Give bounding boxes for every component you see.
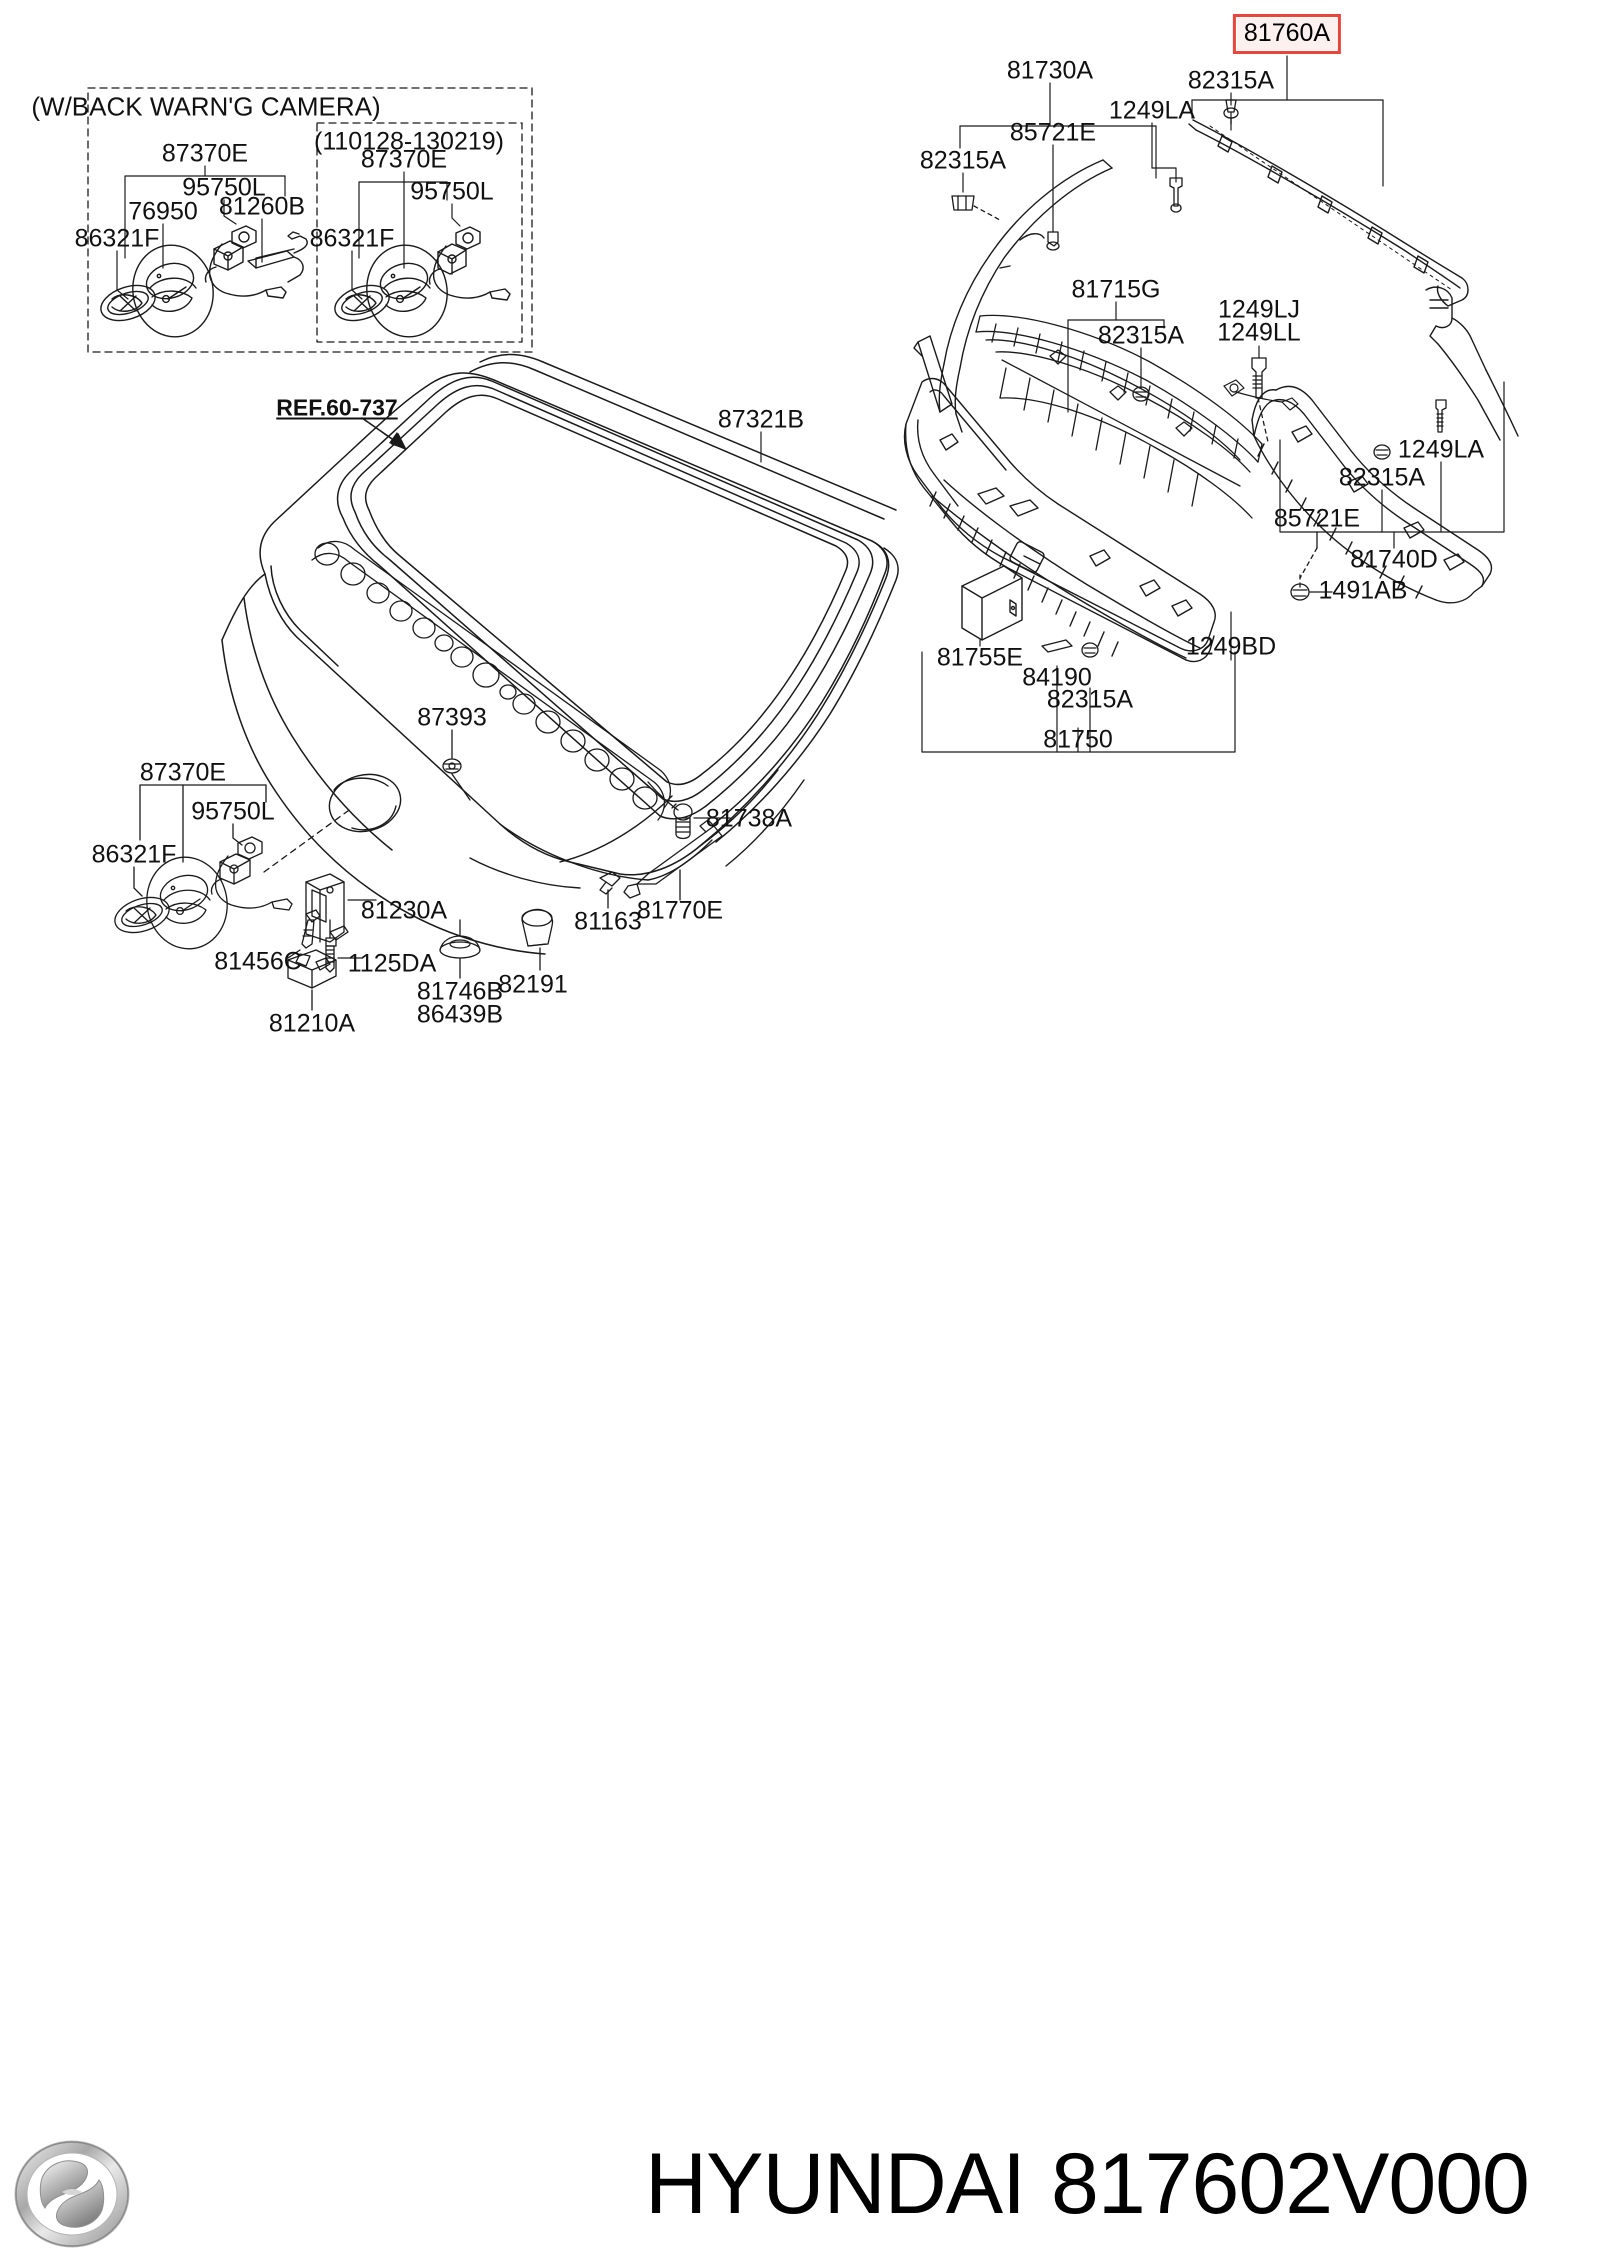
brand-and-part-number: HYUNDAI 817602V000 [645, 2135, 1530, 2234]
part-81750-trim-panel [903, 377, 1216, 663]
label-81456c: 81456C [214, 947, 302, 976]
part-87393-clip [442, 729, 471, 801]
label-95750l-inset-left: 95750L [182, 173, 266, 202]
tailgate-panel-outline [221, 372, 890, 955]
part-84190-tape [1041, 639, 1073, 653]
label-1249ll: 1249LL [1217, 318, 1301, 347]
part-1491ab-nut [1290, 547, 1333, 601]
tailgate-camera-group [114, 784, 353, 950]
label-87370e-inset-left: 87370E [161, 139, 249, 168]
label-81163: 81163 [574, 907, 642, 936]
inset-right-parts-art [334, 226, 511, 338]
callout-81730a [959, 82, 1157, 233]
label-1249bd: 1249BD [1185, 632, 1277, 661]
label-86321f-inset-left: 86321F [74, 224, 160, 253]
label-86321f-inset-right: 86321F [309, 224, 395, 253]
part-81210a-striker [287, 949, 337, 1011]
inset-left-parts-art [100, 225, 308, 338]
part-85721e-bolt-top [1046, 231, 1060, 251]
label-82315a-81740d: 82315A [1338, 463, 1426, 492]
label-81230a: 81230A [360, 896, 448, 925]
part-1249lj-screw [1251, 357, 1269, 443]
label-95750l-inset-right: 95750L [410, 177, 494, 206]
hyundai-logo-icon [14, 2140, 130, 2248]
part-81163-clip [599, 871, 621, 909]
part-81456c-screw [287, 909, 321, 959]
diagram-linework [87, 55, 1519, 1011]
label-81770e: 81770E [636, 896, 724, 925]
label-81760a-highlighted: 81760A [1232, 14, 1342, 54]
clip-82315a-on-81760a [1223, 99, 1239, 125]
part-85721e-bolt-lower [1299, 531, 1318, 589]
reference-note-60-737: REF.60-737 [276, 394, 398, 421]
label-81750: 81750 [1043, 725, 1113, 754]
brand-name: HYUNDAI [645, 2136, 1026, 2232]
label-1491ab: 1491AB [1318, 576, 1408, 605]
part-81715g-lower-trim [975, 314, 1263, 519]
label-82315a-81715g: 82315A [1097, 321, 1185, 350]
inset-title-back-warning-camera: (W/BACK WARN'G CAMERA) [31, 91, 381, 122]
label-76950-inset-left: 76950 [128, 197, 198, 226]
label-81755e: 81755E [936, 643, 1024, 672]
label-1249lj: 1249LJ [1217, 295, 1301, 324]
label-81715g: 81715G [1071, 275, 1161, 304]
callout-81715g [1067, 301, 1165, 413]
label-87321b: 87321B [717, 405, 805, 434]
part-1249la-pin-top [1169, 177, 1183, 213]
inset-inner-dashed-box [316, 122, 523, 343]
callout-81740d [1279, 381, 1505, 549]
label-85721e-top: 85721E [1009, 118, 1097, 147]
label-82315a-81750: 82315A [1046, 685, 1134, 714]
label-1249la-right: 1249LA [1397, 435, 1485, 464]
clip-82315a-81740d [1373, 444, 1391, 460]
label-81730a: 81730A [1006, 56, 1094, 85]
ref-60-737-arrow [361, 417, 406, 450]
clip-82315a-81750 [1081, 642, 1099, 658]
callout-1249la-top [1151, 122, 1177, 183]
label-95750l-tailgate: 95750L [191, 797, 275, 826]
label-87370e-tailgate: 87370E [139, 758, 227, 787]
label-81740d: 81740D [1350, 545, 1438, 574]
callout-81760a [1191, 55, 1384, 187]
label-82315a-left: 82315A [919, 146, 1007, 175]
label-87393: 87393 [417, 703, 487, 732]
part-81730a-weatherstrip [913, 159, 1113, 433]
backlite-glass-frame [336, 353, 899, 843]
label-1249la-top: 1249LA [1108, 96, 1196, 125]
part-1249la-screw-right [1435, 399, 1447, 433]
label-86321f-tailgate: 86321F [91, 840, 177, 869]
label-86439b: 86439B [416, 1000, 504, 1029]
label-81738a: 81738A [705, 804, 793, 833]
bottom-banner: HYUNDAI 817602V000 [0, 1060, 1600, 2248]
label-81210a: 81210A [268, 1009, 356, 1038]
part-81770e-gas-strut [623, 819, 723, 901]
part-81760a-trim-strip [1188, 119, 1469, 307]
right-harness-wire [1223, 379, 1299, 411]
clip-82315a-81715g [1132, 386, 1150, 402]
part-number: 817602V000 [1051, 2136, 1530, 2232]
parts-diagram-canvas: (W/BACK WARN'G CAMERA) (110128-130219) 8… [0, 14, 1600, 2248]
part-81746b-grommet [439, 919, 481, 979]
label-82191: 82191 [498, 970, 568, 999]
part-81740d-side-trim [1251, 286, 1519, 604]
callout-81750-bracket [921, 635, 1236, 753]
label-81260b-inset-left: 81260B [218, 192, 306, 221]
label-82315a-top: 82315A [1187, 66, 1275, 95]
part-81738a-ballstud [647, 781, 731, 840]
tailgate-vent-bubbles [311, 540, 671, 821]
label-87370e-inset-right: 87370E [360, 145, 448, 174]
label-84190: 84190 [1022, 663, 1092, 692]
label-1125da: 1125DA [347, 949, 437, 978]
clip-82315a-left [951, 195, 1001, 221]
inset-outer-dashed-box [87, 87, 533, 353]
inset-title-date-range: (110128-130219) [314, 127, 504, 156]
part-82191-plug [521, 908, 554, 971]
label-85721e-lower: 85721E [1273, 504, 1361, 533]
label-81746b: 81746B [416, 977, 504, 1006]
